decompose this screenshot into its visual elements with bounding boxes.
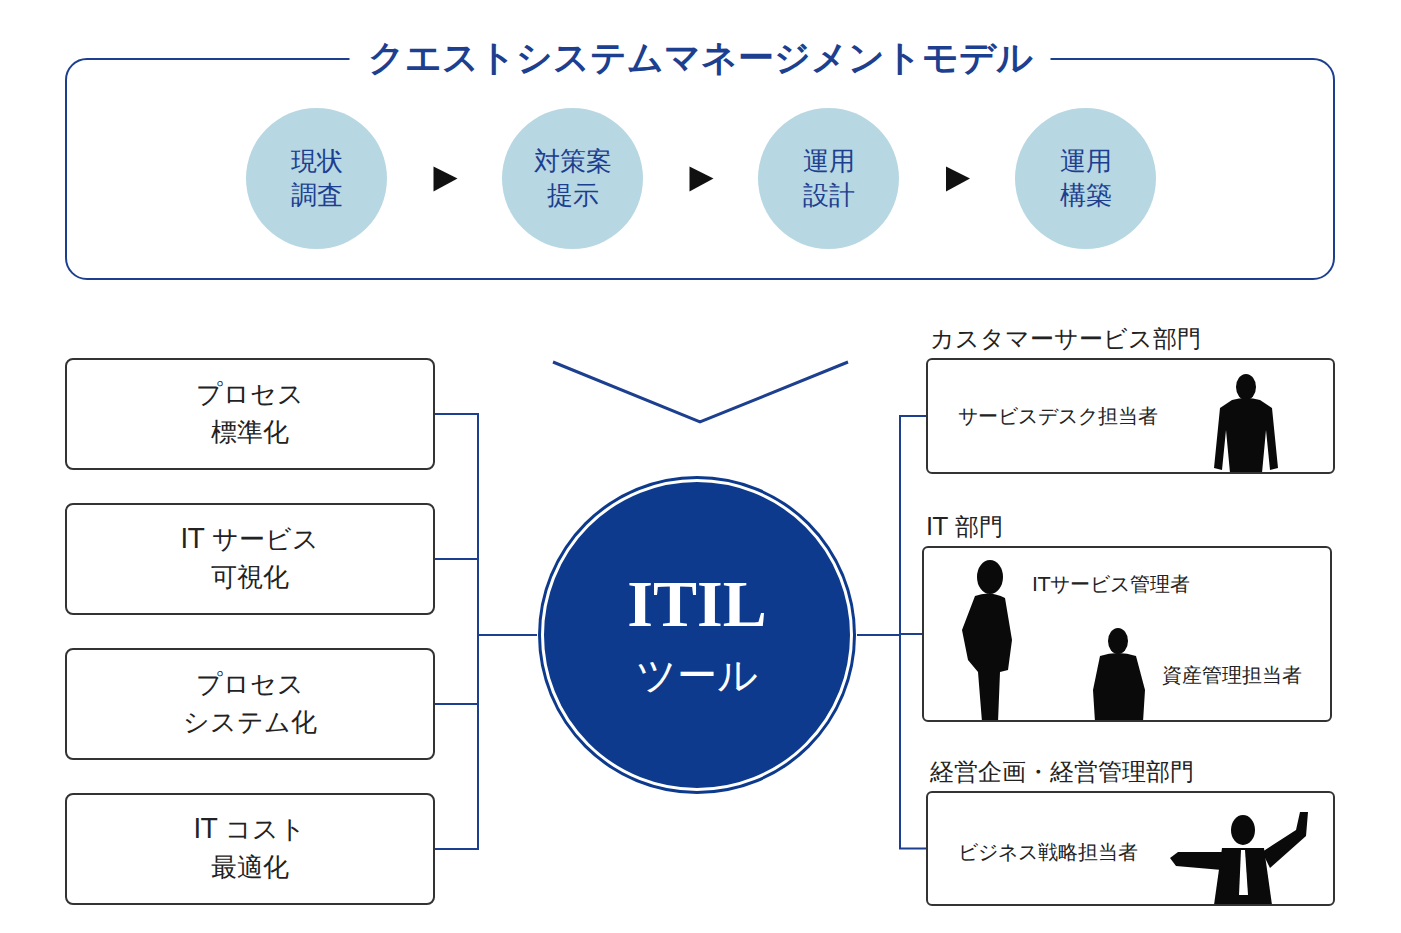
department-box: カスタマーサービス部門サービスデスク担当者 (926, 358, 1335, 474)
goal-label: IT サービス 可視化 (164, 521, 336, 596)
role-label: ITサービス管理者 (1032, 571, 1190, 597)
step-label: 現状 調査 (270, 145, 364, 213)
step-circle: 対策案 提示 (501, 107, 644, 250)
goal-box: IT コスト 最適化 (65, 793, 435, 905)
circle-fill (758, 108, 899, 249)
step-circle-shape (757, 107, 900, 250)
person-arm (1262, 812, 1308, 868)
circle-ring (543, 481, 852, 790)
itil-circle: ITIL ツール (537, 475, 857, 795)
person-body (962, 593, 1012, 722)
goal-label: プロセス 標準化 (164, 376, 336, 451)
role-label: ビジネス戦略担当者 (958, 839, 1138, 865)
person-tie (1239, 850, 1248, 895)
person-it-manager (962, 560, 1012, 722)
bracket-connector (435, 414, 537, 635)
department-heading: 経営企画・経営管理部門 (930, 757, 1194, 787)
model-title: クエストシステムマネージメントモデル (350, 34, 1051, 82)
step-label: 対策案 提示 (526, 145, 620, 213)
department-box: 経営企画・経営管理部門ビジネス戦略担当者 (926, 791, 1335, 906)
step-arrow (900, 178, 1014, 180)
itil-title: ITIL (627, 569, 766, 638)
step-circle-shape (1014, 107, 1157, 250)
person-head (1236, 374, 1256, 400)
step-circle-shape (245, 107, 388, 250)
step-arrow (644, 178, 757, 180)
step-circle-shape (501, 107, 644, 250)
person-asset-manager (1093, 628, 1145, 722)
step-arrow (388, 178, 501, 180)
person-head (1231, 815, 1255, 845)
step-label: 運用 構築 (1039, 145, 1133, 213)
bracket-connector (857, 635, 926, 849)
person-strategy (1170, 812, 1308, 905)
person-body (1214, 398, 1278, 473)
bracket-connector (435, 559, 537, 635)
circle-fill (246, 108, 387, 249)
itil-subtitle: ツール (636, 649, 758, 701)
circle-fill (502, 108, 643, 249)
person-arm (1170, 852, 1224, 870)
step-label: 運用 設計 (782, 145, 876, 213)
person-service-desk (1214, 374, 1278, 473)
goal-label: IT コスト 最適化 (164, 811, 336, 886)
bracket-connector (857, 416, 926, 635)
department-heading: IT 部門 (926, 512, 1003, 542)
bracket-connector (435, 635, 537, 704)
person-head (977, 560, 1003, 594)
department-heading: カスタマーサービス部門 (930, 324, 1201, 354)
model-frame: 現状 調査対策案 提示運用 設計運用 構築クエストシステムマネージメントモデル (65, 58, 1335, 280)
step-circle: 運用 設計 (757, 107, 900, 250)
goal-box: プロセス システム化 (65, 648, 435, 760)
bracket-connector (435, 635, 537, 849)
chevron (553, 362, 848, 422)
step-circle: 運用 構築 (1014, 107, 1157, 250)
role-label: 資産管理担当者 (1162, 662, 1302, 688)
goal-box: プロセス 標準化 (65, 358, 435, 470)
circle-fill (1015, 108, 1156, 249)
goal-box: IT サービス 可視化 (65, 503, 435, 615)
goal-label: プロセス システム化 (164, 666, 336, 741)
circle-fill (538, 476, 856, 794)
department-box: IT 部門ITサービス管理者資産管理担当者 (922, 546, 1332, 722)
step-circle: 現状 調査 (245, 107, 388, 250)
person-body (1093, 653, 1145, 722)
role-label: サービスデスク担当者 (958, 403, 1158, 429)
person-head (1108, 628, 1128, 654)
